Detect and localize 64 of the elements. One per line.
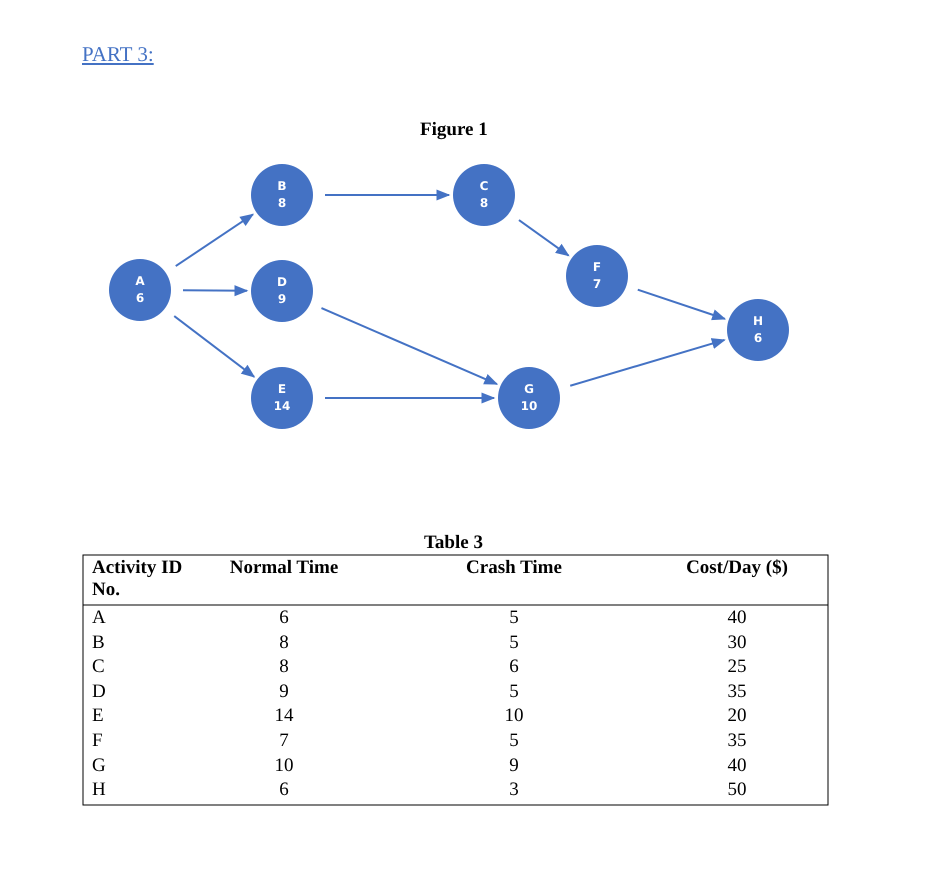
activity-letter: F — [592, 259, 602, 276]
table-cell: A — [92, 607, 106, 629]
table-cell: E — [92, 705, 104, 728]
activity-duration: 6 — [136, 290, 144, 307]
table-cell-text: 5 — [508, 730, 520, 752]
activity-letter: D — [277, 274, 287, 291]
column-header: Activity ID No. — [92, 557, 184, 601]
table-cell-text: 5 — [508, 607, 520, 629]
activity-duration: 14 — [274, 398, 290, 415]
table-cell-text: 9 — [278, 680, 290, 703]
table-cell-text: 3 — [508, 779, 520, 802]
activity-letter: C — [480, 178, 488, 195]
table-cell-text: 8 — [278, 656, 290, 678]
table-cell-text: 35 — [726, 730, 748, 752]
arrow — [325, 392, 496, 404]
arrow — [637, 288, 726, 320]
figure-caption: Figure 1 — [420, 119, 488, 141]
arrow — [321, 307, 498, 385]
table-cell-text: 6 — [278, 607, 290, 629]
column-header: Normal Time — [228, 557, 340, 579]
arrow — [570, 338, 726, 387]
activity-letter: H — [752, 313, 764, 330]
table-cell: C — [92, 656, 105, 678]
table-cell-text: 30 — [726, 632, 748, 654]
table-cell-text: 14 — [274, 705, 294, 728]
table-cell: D — [92, 680, 106, 703]
activity-duration: 7 — [592, 276, 602, 293]
table-cell-text: 6 — [278, 779, 290, 802]
activity-duration: 6 — [754, 330, 762, 347]
arrow — [175, 214, 254, 267]
table-cell: G — [92, 754, 106, 777]
arrow — [518, 219, 570, 256]
table-cell-text: 9 — [508, 754, 520, 777]
table-cell-text: 40 — [726, 607, 748, 629]
column-header: Crash Time — [465, 557, 563, 579]
activity-letter: G — [524, 381, 534, 398]
arrow — [325, 189, 450, 201]
table-cell-text: 5 — [508, 632, 520, 654]
arrow — [183, 285, 248, 296]
arrow — [174, 315, 256, 378]
table-cell-text: 8 — [278, 632, 290, 654]
table-caption: Table 3 — [424, 532, 483, 554]
heading: PART 3: — [82, 42, 154, 67]
table-cell-text: 10 — [274, 754, 294, 777]
table-cell: F — [92, 730, 103, 752]
table-cell: H — [92, 779, 106, 802]
activity-duration: 9 — [278, 291, 286, 308]
table-cell-text: 35 — [726, 680, 748, 703]
table-cell: B — [92, 632, 105, 654]
activity-letter: B — [277, 178, 287, 195]
table-cell-text: 6 — [508, 656, 520, 678]
activity-duration: 10 — [520, 398, 538, 415]
activity-duration: 8 — [480, 195, 488, 212]
table-cell-text: 5 — [508, 680, 520, 703]
table-cell-text: 10 — [504, 705, 524, 728]
table-cell-text: 20 — [726, 705, 748, 728]
column-header: Cost/Day ($) — [685, 557, 789, 579]
activity-letter: A — [135, 273, 145, 290]
table-cell-text: 25 — [726, 656, 748, 678]
table-cell-text: 40 — [726, 754, 748, 777]
activity-letter: E — [278, 381, 286, 398]
table-cell-text: 50 — [726, 779, 748, 802]
activity-duration: 8 — [278, 195, 286, 212]
table-cell-text: 7 — [278, 730, 290, 752]
